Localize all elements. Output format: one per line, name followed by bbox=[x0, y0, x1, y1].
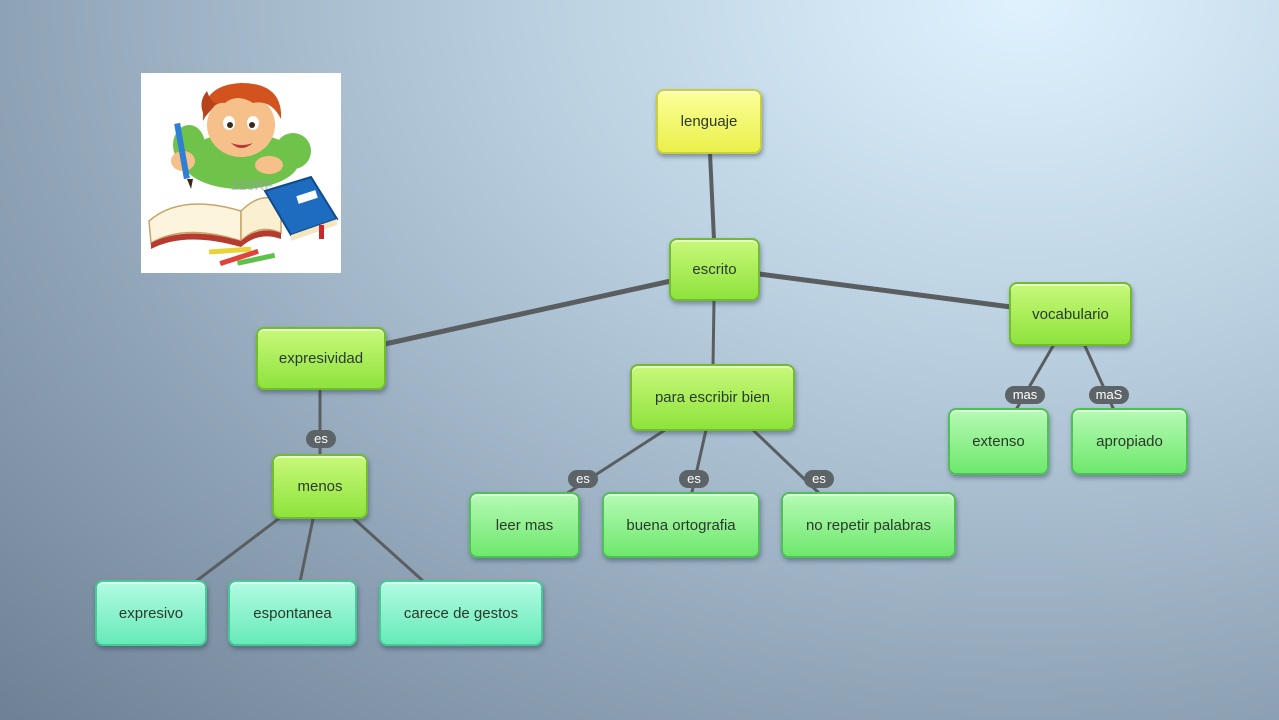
edge-menos-expresivo bbox=[193, 515, 283, 584]
node-vocabulario[interactable]: vocabulario bbox=[1009, 282, 1132, 346]
link-label-mas: maS bbox=[1089, 386, 1129, 404]
link-label-mas: mas bbox=[1005, 386, 1045, 404]
node-carece-de-gestos[interactable]: carece de gestos bbox=[379, 580, 543, 646]
node-leer-mas[interactable]: leer mas bbox=[469, 492, 580, 558]
node-espontanea[interactable]: espontanea bbox=[228, 580, 357, 646]
node-extenso[interactable]: extenso bbox=[948, 408, 1049, 475]
node-menos[interactable]: menos bbox=[272, 454, 368, 519]
node-para-escribir-bien[interactable]: para escribir bien bbox=[630, 364, 795, 431]
edge-escrito-vocabulario bbox=[756, 271, 1014, 310]
edge-menos-espontanea bbox=[298, 517, 315, 584]
edge-escrito-bien bbox=[711, 298, 716, 368]
link-label-es: es bbox=[679, 470, 709, 488]
student-writing-illustration: 123RF bbox=[141, 73, 341, 273]
node-expresividad[interactable]: expresividad bbox=[256, 327, 386, 390]
link-label-es: es bbox=[804, 470, 834, 488]
node-lenguaje[interactable]: lenguaje bbox=[656, 89, 762, 154]
link-label-es: es bbox=[306, 430, 336, 448]
node-buena-ortografia[interactable]: buena ortografia bbox=[602, 492, 760, 558]
edge-escrito-expresividad bbox=[382, 278, 674, 347]
link-label-es: es bbox=[568, 470, 598, 488]
node-escrito[interactable]: escrito bbox=[669, 238, 760, 301]
student-illustration-icon bbox=[148, 83, 339, 267]
node-expresivo[interactable]: expresivo bbox=[95, 580, 207, 646]
watermark-text: 123RF bbox=[231, 177, 274, 193]
edge-menos-carece bbox=[350, 515, 424, 582]
node-no-repetir-palabras[interactable]: no repetir palabras bbox=[781, 492, 956, 558]
node-apropiado[interactable]: apropiado bbox=[1071, 408, 1188, 475]
edge-lenguaje-escrito bbox=[708, 151, 716, 242]
